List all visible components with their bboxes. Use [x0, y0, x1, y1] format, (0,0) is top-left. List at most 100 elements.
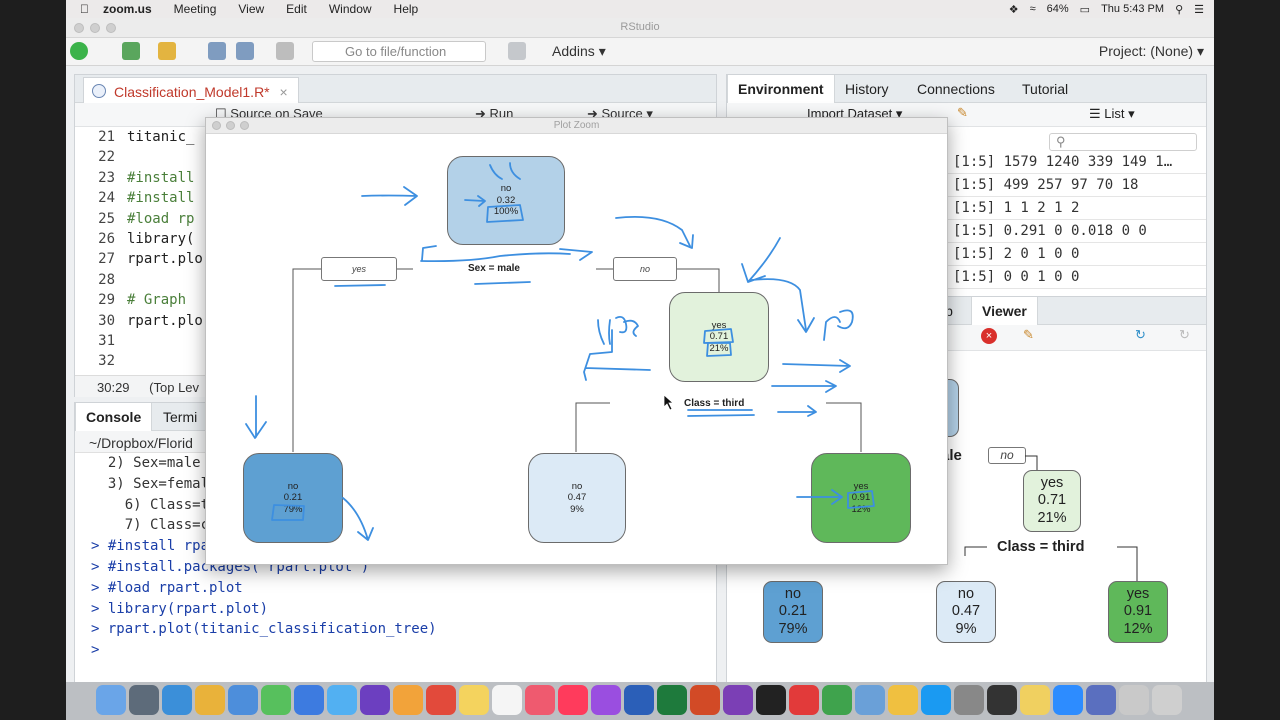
dock-app-icon[interactable] [393, 685, 423, 715]
editor-tab[interactable]: Classification_Model1.R* × [83, 77, 299, 103]
zoom-minimize-button[interactable] [226, 121, 235, 130]
dock-app-icon[interactable] [591, 685, 621, 715]
menu-window[interactable]: Window [319, 2, 372, 16]
clear-plot-icon[interactable]: × [981, 328, 997, 344]
dock-app-icon[interactable] [954, 685, 984, 715]
menu-help[interactable]: Help [384, 2, 419, 16]
env-value-row[interactable]: [1:5] 0.291 0 0.018 0 0 [947, 220, 1206, 243]
dock-app-icon[interactable] [96, 685, 126, 715]
print-icon[interactable] [276, 42, 294, 60]
dock-app-icon[interactable] [426, 685, 456, 715]
dock-app-icon[interactable] [1086, 685, 1116, 715]
dock-app-icon[interactable] [690, 685, 720, 715]
code-line[interactable]: 23#install [75, 170, 716, 190]
publish-icon[interactable]: ↻ [1135, 327, 1146, 342]
code-line[interactable]: 29# Graph [75, 292, 716, 312]
dock-app-icon[interactable] [624, 685, 654, 715]
list-view-button[interactable]: ☰ List ▾ [1089, 106, 1135, 121]
zoom-maximize-button[interactable] [240, 121, 249, 130]
menu-view[interactable]: View [229, 2, 264, 16]
env-value-row[interactable]: [1:5] 499 257 97 70 18 [947, 174, 1206, 197]
dock-app-icon[interactable] [360, 685, 390, 715]
env-value-row[interactable]: [1:5] 1579 1240 339 149 1… [947, 151, 1206, 174]
dock-app-icon[interactable] [987, 685, 1017, 715]
dock-app-icon[interactable] [327, 685, 357, 715]
notification-center-icon[interactable]: ☰ [1194, 3, 1204, 16]
code-line[interactable]: 24#install [75, 190, 716, 210]
menu-app[interactable]: zoom.us [94, 2, 152, 16]
new-file-icon[interactable] [70, 42, 88, 60]
dock-app-icon[interactable] [129, 685, 159, 715]
apple-icon[interactable]:  [80, 2, 89, 16]
clock[interactable]: Thu 5:43 PM [1101, 3, 1165, 15]
dock-app-icon[interactable] [822, 685, 852, 715]
dock-app-icon[interactable] [888, 685, 918, 715]
dock-app-icon[interactable] [525, 685, 555, 715]
zoom-close-button[interactable] [212, 121, 221, 130]
console-output[interactable]: 2) Sex=male 3) Sex=femal 6) Class=th 7) … [75, 455, 716, 663]
broom-icon[interactable]: ✎ [1023, 327, 1034, 342]
broom-icon[interactable]: ✎ [957, 105, 968, 120]
tab-viewer[interactable]: Viewer [971, 297, 1038, 325]
goto-file-input[interactable]: Go to file/function [312, 41, 486, 62]
dock-app-icon[interactable] [195, 685, 225, 715]
dock-app-icon[interactable] [261, 685, 291, 715]
project-menu[interactable]: Project: (None) ▾ [1098, 43, 1204, 59]
env-value-row[interactable]: [1:5] 2 0 1 0 0 [947, 243, 1206, 266]
dock-app-icon[interactable] [459, 685, 489, 715]
code-line[interactable]: 28 [75, 272, 716, 292]
search-icon[interactable]: ⚲ [1175, 3, 1184, 16]
open-file-icon[interactable] [158, 42, 176, 60]
split2-label: Class = third [684, 398, 745, 409]
dock-app-icon[interactable] [789, 685, 819, 715]
wifi-icon[interactable]: ≈ [1029, 3, 1036, 15]
save-icon[interactable] [208, 42, 226, 60]
dock-app-icon[interactable] [756, 685, 786, 715]
scope-indicator[interactable]: (Top Lev [149, 380, 200, 395]
dock-app-icon[interactable] [1020, 685, 1050, 715]
tab-console[interactable]: Console [75, 403, 153, 431]
close-tab-icon[interactable]: × [279, 84, 288, 100]
code-line[interactable]: 22 [75, 149, 716, 169]
minimize-window-button[interactable] [90, 23, 100, 33]
dock-app-icon[interactable] [1053, 685, 1083, 715]
tab-terminal[interactable]: Termi [153, 403, 207, 431]
code-line[interactable]: 31 [75, 333, 716, 353]
zoom-window-button[interactable] [106, 23, 116, 33]
dock-app-icon[interactable] [228, 685, 258, 715]
refresh-icon[interactable]: ↻ [1179, 327, 1190, 342]
dock-app-icon[interactable] [1119, 685, 1149, 715]
addins-button[interactable]: Addins ▾ [552, 43, 606, 59]
env-search-input[interactable]: ⚲ [1049, 133, 1197, 151]
dock-app-icon[interactable] [855, 685, 885, 715]
dock-app-icon[interactable] [558, 685, 588, 715]
menu-edit[interactable]: Edit [277, 2, 307, 16]
code-line[interactable]: 25#load rp [75, 211, 716, 231]
tab-history[interactable]: History [835, 75, 899, 103]
grid-layout-icon[interactable] [508, 42, 526, 60]
dock-app-icon[interactable] [921, 685, 951, 715]
tab-tutorial[interactable]: Tutorial [1012, 75, 1078, 103]
dock-app-icon[interactable] [1152, 685, 1182, 715]
battery-percent[interactable]: 64% [1046, 3, 1069, 15]
dropbox-icon[interactable]: ❖ [1008, 3, 1019, 16]
menu-meeting[interactable]: Meeting [164, 2, 217, 16]
dock-app-icon[interactable] [723, 685, 753, 715]
dock-app-icon[interactable] [294, 685, 324, 715]
tab-connections[interactable]: Connections [907, 75, 1005, 103]
dock-app-icon[interactable] [657, 685, 687, 715]
dock-app-icon[interactable] [492, 685, 522, 715]
env-value-row[interactable]: [1:5] 1 1 2 1 2 [947, 197, 1206, 220]
env-value-row[interactable]: [1:5] 0 0 1 0 0 [947, 266, 1206, 289]
dock-app-icon[interactable] [162, 685, 192, 715]
close-window-button[interactable] [74, 23, 84, 33]
save-all-icon[interactable] [236, 42, 254, 60]
tab-environment[interactable]: Environment [727, 75, 835, 103]
code-line[interactable]: 32 [75, 353, 716, 373]
new-project-icon[interactable] [122, 42, 140, 60]
